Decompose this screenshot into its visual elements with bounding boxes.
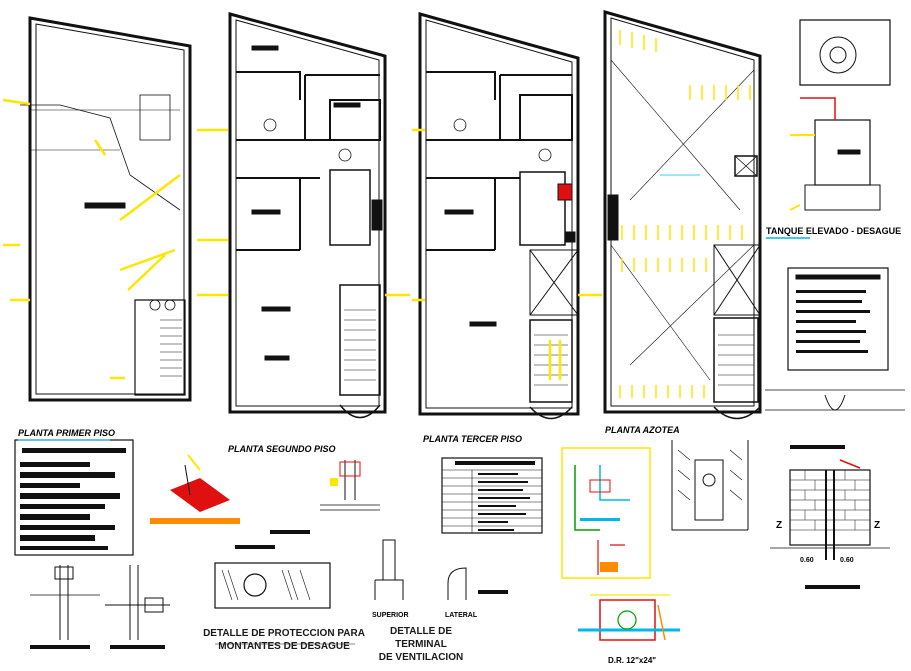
legend-notes-right <box>787 267 889 371</box>
plan2-accent-lines <box>197 128 410 297</box>
label-dim-left: 0.60 <box>800 557 814 564</box>
title-planta-azotea: PLANTA AZOTEA <box>605 425 680 435</box>
title-tanque-elevado: TANQUE ELEVADO - DESAGUE <box>766 226 901 236</box>
plan-primer-piso <box>20 16 192 402</box>
plan1-accent-lines <box>2 98 181 380</box>
notes-box-left <box>14 439 134 556</box>
caption-proteccion-line2: MONTANTES DE DESAGUE <box>218 641 350 652</box>
plan-segundo-piso <box>228 12 387 419</box>
title-planta-primer-piso: PLANTA PRIMER PISO <box>18 428 115 438</box>
label-dr-dimension: D.R. 12"x24" <box>608 656 656 665</box>
azotea-drain-marks <box>619 30 751 398</box>
dr-plan-detail <box>578 594 680 641</box>
wall-section-detail <box>671 440 749 531</box>
roof-drain-detail <box>150 454 240 524</box>
slab-detail <box>765 389 905 411</box>
caption-terminal-line1: DETALLE DE TERMINAL <box>389 626 453 650</box>
label-lateral: LATERAL <box>445 612 478 619</box>
tanque-elevado-detail <box>789 19 891 211</box>
terminal-ventilacion-detail <box>374 539 508 600</box>
caption-terminal-ventilacion: DETALLE DE TERMINAL DE VENTILACION <box>366 625 476 664</box>
pipe-details-bottom-left <box>30 565 170 649</box>
caption-proteccion-montantes: DETALLE DE PROTECCION PARA MONTANTES DE … <box>196 627 372 653</box>
caption-terminal-line2: DE VENTILACION <box>378 652 464 663</box>
plan-azotea <box>603 10 762 420</box>
brick-wall-section <box>770 445 890 589</box>
proteccion-montantes-detail <box>214 530 331 609</box>
drain-section-detail <box>320 460 380 511</box>
label-superior: SUPERIOR <box>372 612 409 619</box>
plan3-accent-lines <box>412 128 602 380</box>
legend-table-center <box>441 457 543 534</box>
labels: PLANTA PRIMER PISO PLANTA SEGUNDO PISO P… <box>18 226 901 665</box>
title-planta-segundo-piso: PLANTA SEGUNDO PISO <box>228 444 336 454</box>
label-z-left: Z <box>776 520 782 531</box>
plan-tercer-piso <box>418 12 580 420</box>
label-dim-right: 0.60 <box>840 557 854 564</box>
label-z-right: Z <box>874 520 880 531</box>
installation-detail-yellow <box>561 447 651 579</box>
title-planta-tercer-piso: PLANTA TERCER PISO <box>423 434 522 444</box>
caption-proteccion-line1: DETALLE DE PROTECCION PARA <box>203 628 365 639</box>
